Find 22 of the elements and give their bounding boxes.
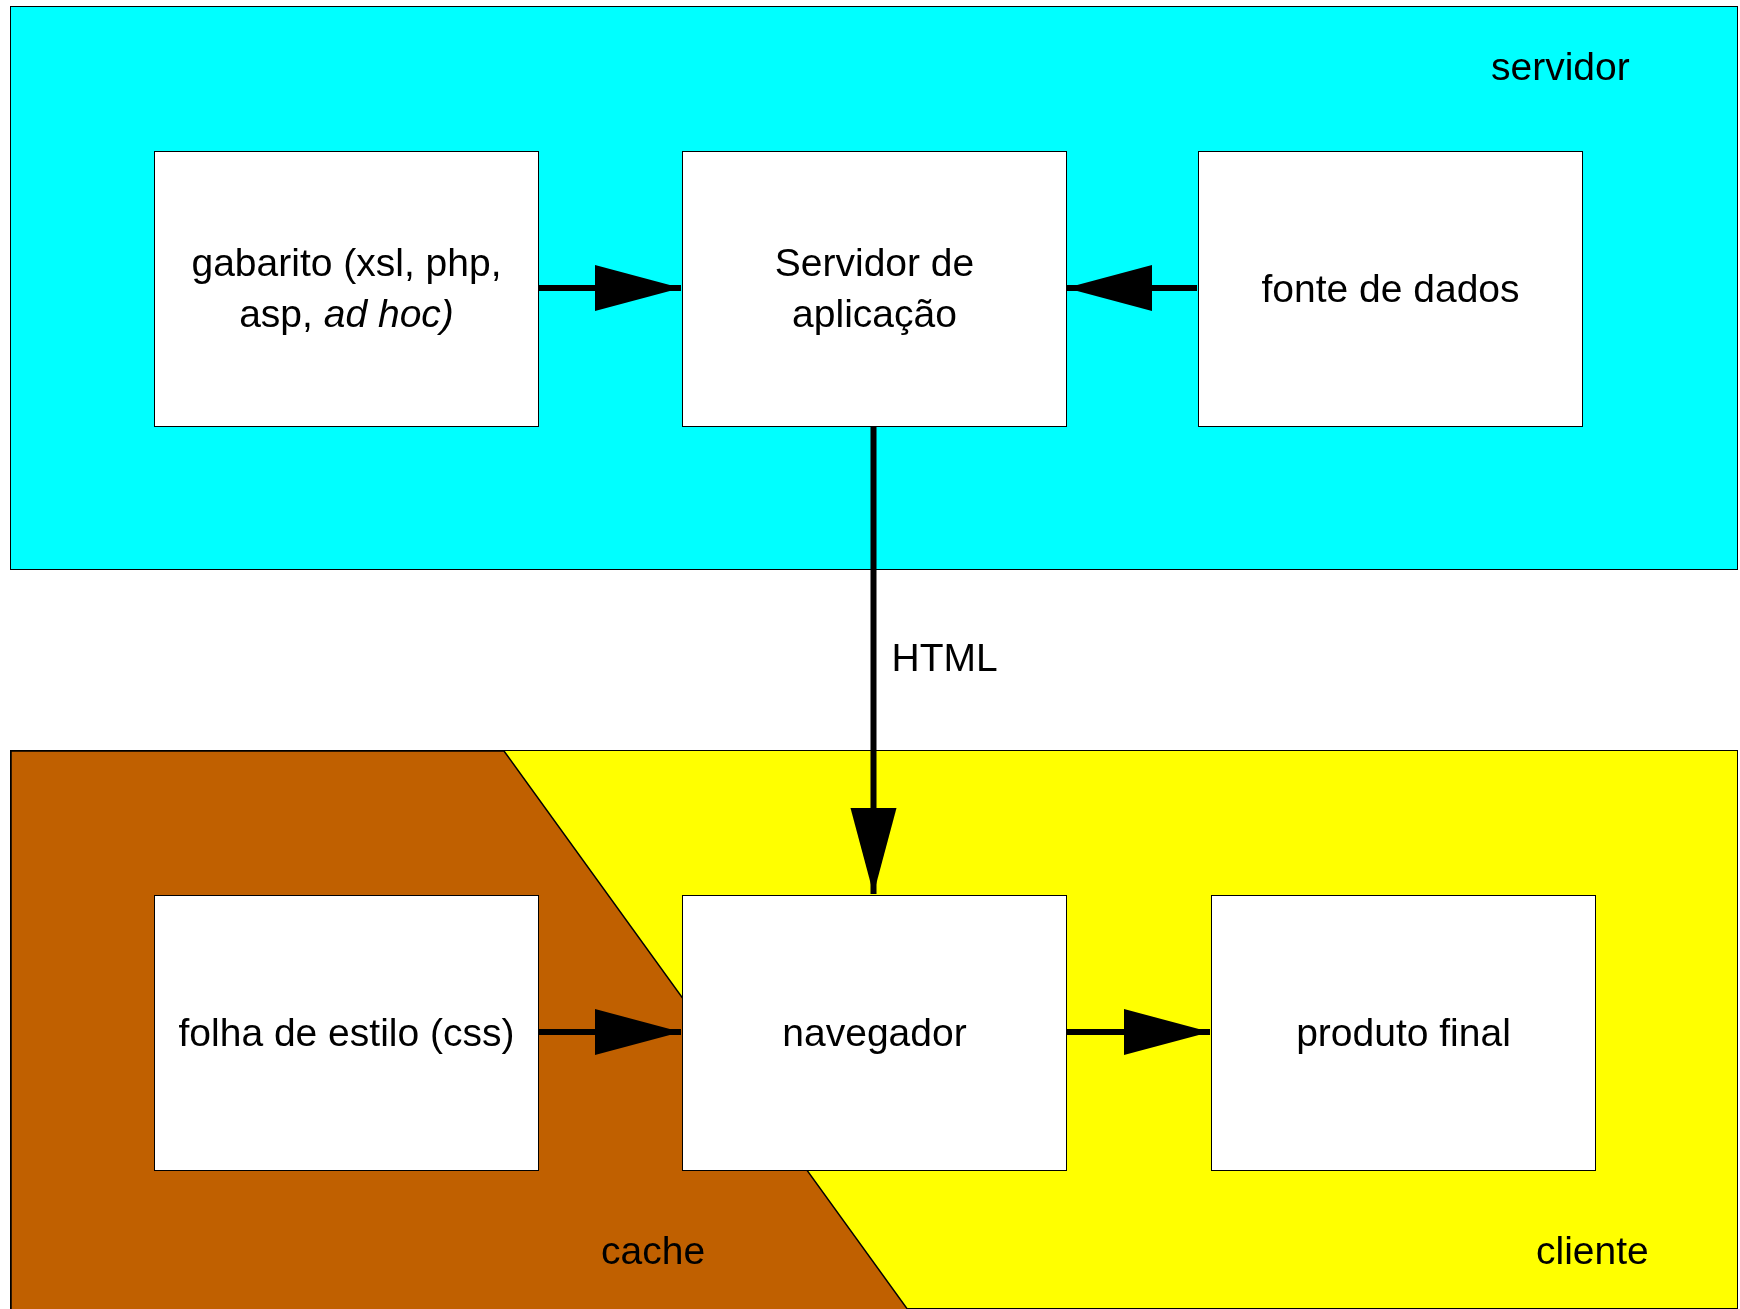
process-box [154,895,539,1171]
region-label: servidor [1491,45,1630,89]
region-label: cache [601,1229,706,1273]
arrow [1066,265,1197,311]
box-text: produto final [1295,1009,1512,1056]
arrow [538,1009,681,1055]
box-text: folha de estilo (css) [177,1009,516,1056]
box-text: Servidor de aplicação [773,240,976,337]
box-text: gabarito (xsl, php, asp, ad hoc) [190,240,503,337]
arrow [1066,1009,1210,1055]
process-box [1211,895,1596,1171]
process-box [682,151,1067,427]
region-label: cliente [1536,1229,1649,1273]
process-box [154,151,539,427]
zone-panel [10,750,1738,1309]
process-box [1198,151,1583,427]
box-text: navegador [781,1009,968,1056]
box-text: fonte de dados [1260,265,1521,312]
zone-panel [10,6,1738,570]
process-box [682,895,1067,1171]
arrow [850,426,897,894]
arrow [538,265,681,311]
